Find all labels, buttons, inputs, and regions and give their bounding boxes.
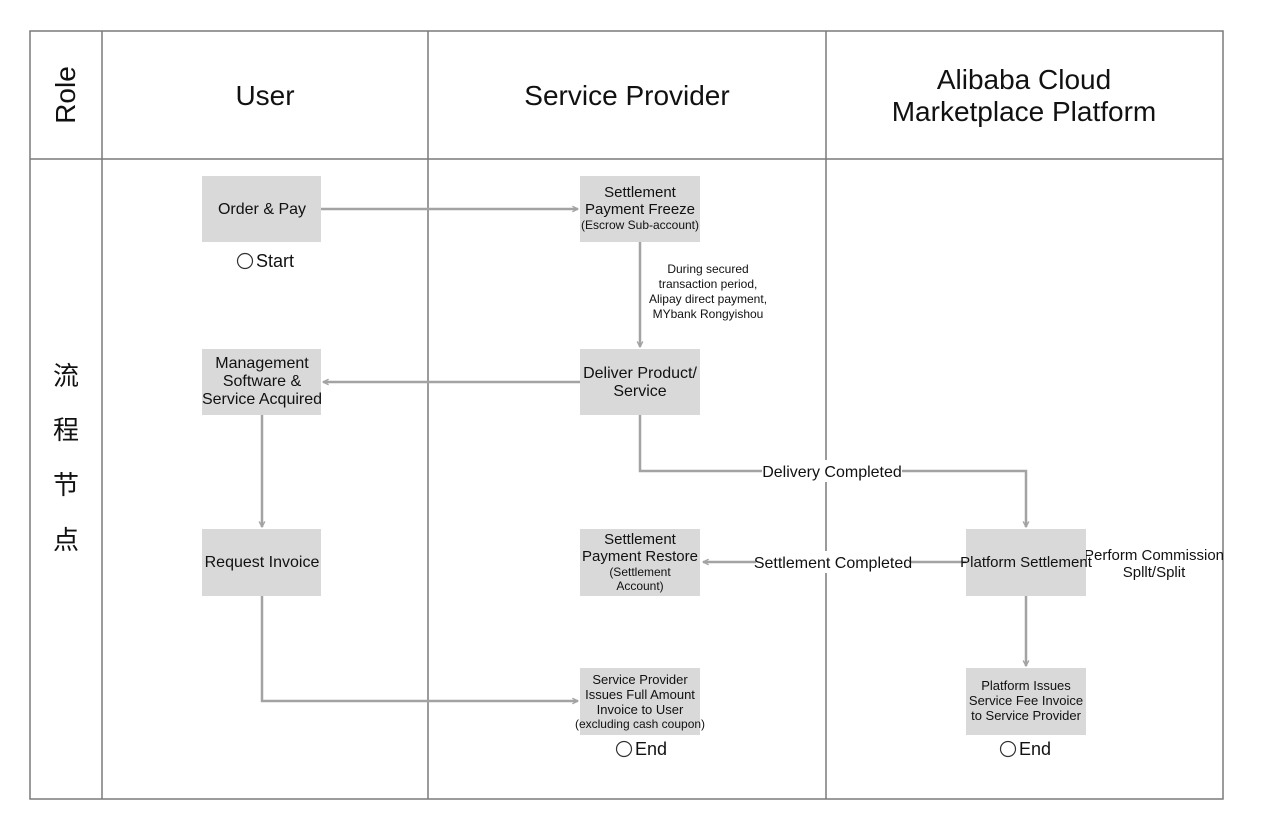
mgmt-label-line3: Service Acquired: [202, 391, 322, 408]
settlement-completed-label: Settlement Completed: [754, 555, 912, 572]
end-label-platform: End: [1019, 739, 1051, 759]
mgmt-label-line2: Software &: [223, 373, 302, 390]
deliver-product-node: Deliver Product/ Service: [580, 349, 700, 415]
sp-invoice-line1: Service Provider: [592, 672, 688, 687]
sp-invoice-line3: Invoice to User: [597, 702, 684, 717]
payment-freeze-node: Settlement Payment Freeze (Escrow Sub-ac…: [580, 176, 700, 242]
start-label: Start: [256, 251, 294, 271]
secured-period-note-line3: Alipay direct payment,: [649, 292, 767, 306]
row-label-char-3: 节: [53, 471, 79, 501]
provider-lane-header: Service Provider: [524, 80, 729, 111]
restore-label-line3: (Settlement: [609, 565, 671, 579]
pf-invoice-line1: Platform Issues: [981, 678, 1071, 693]
start-marker-icon: [236, 252, 254, 270]
arrow-request-to-sp-invoice: [260, 596, 578, 701]
platform-settlement-node: Platform Settlement: [960, 529, 1093, 596]
pf-invoice-line2: Service Fee Invoice: [969, 693, 1083, 708]
deliver-label-line1: Deliver Product/: [583, 365, 697, 382]
payment-restore-node: Settlement Payment Restore (Settlement A…: [580, 529, 700, 596]
platform-lane-header-line1: Alibaba Cloud: [937, 64, 1111, 95]
management-software-node: Management Software & Service Acquired: [202, 349, 322, 415]
order-pay-node: Order & Pay: [202, 176, 321, 242]
row-label-char-2: 程: [53, 416, 79, 446]
row-label-char-1: 流: [53, 362, 79, 392]
end-marker-sp-icon: [615, 740, 633, 758]
mgmt-label-line1: Management: [215, 355, 309, 372]
settlement-completed-label-bg: [756, 551, 910, 573]
platform-fee-invoice-node: Platform Issues Service Fee Invoice to S…: [966, 668, 1086, 735]
end-marker-platform-icon: [999, 740, 1017, 758]
request-invoice-node: Request Invoice: [202, 529, 321, 596]
restore-label-line2: Payment Restore: [582, 548, 698, 565]
secured-period-note-line4: MYbank Rongyishou: [653, 307, 764, 321]
request-invoice-label: Request Invoice: [205, 554, 320, 571]
platform-lane-header-line2: Marketplace Platform: [892, 96, 1157, 127]
secured-period-note-line2: transaction period,: [659, 277, 758, 291]
secured-period-note-line1: During secured: [667, 262, 748, 276]
sp-invoice-line2: Issues Full Amount: [585, 687, 695, 702]
row-label-char-4: 点: [53, 526, 79, 556]
freeze-label-line2: Payment Freeze: [585, 201, 695, 218]
deliver-label-line2: Service: [613, 383, 666, 400]
commission-note-line2: Spllt/Split: [1123, 564, 1186, 581]
diagram-frame: [29, 30, 1224, 800]
sp-full-invoice-node: Service Provider Issues Full Amount Invo…: [575, 668, 705, 735]
delivery-completed-label-bg: [762, 460, 902, 482]
platform-settlement-label: Platform Settlement: [960, 554, 1093, 571]
restore-label-line1: Settlement: [604, 531, 677, 548]
freeze-label-line3: (Escrow Sub-account): [581, 218, 699, 232]
commission-note-line1: Perform Commission: [1084, 547, 1224, 564]
freeze-label-line1: Settlement: [604, 184, 677, 201]
end-label-sp: End: [635, 739, 667, 759]
pf-invoice-line3: to Service Provider: [971, 708, 1081, 723]
order-pay-label: Order & Pay: [218, 201, 306, 218]
restore-label-line4: Account): [616, 579, 663, 593]
delivery-completed-label: Delivery Completed: [762, 464, 902, 481]
sp-invoice-line4: (excluding cash coupon): [575, 717, 705, 731]
role-header: Role: [50, 66, 81, 124]
user-lane-header: User: [235, 80, 294, 111]
